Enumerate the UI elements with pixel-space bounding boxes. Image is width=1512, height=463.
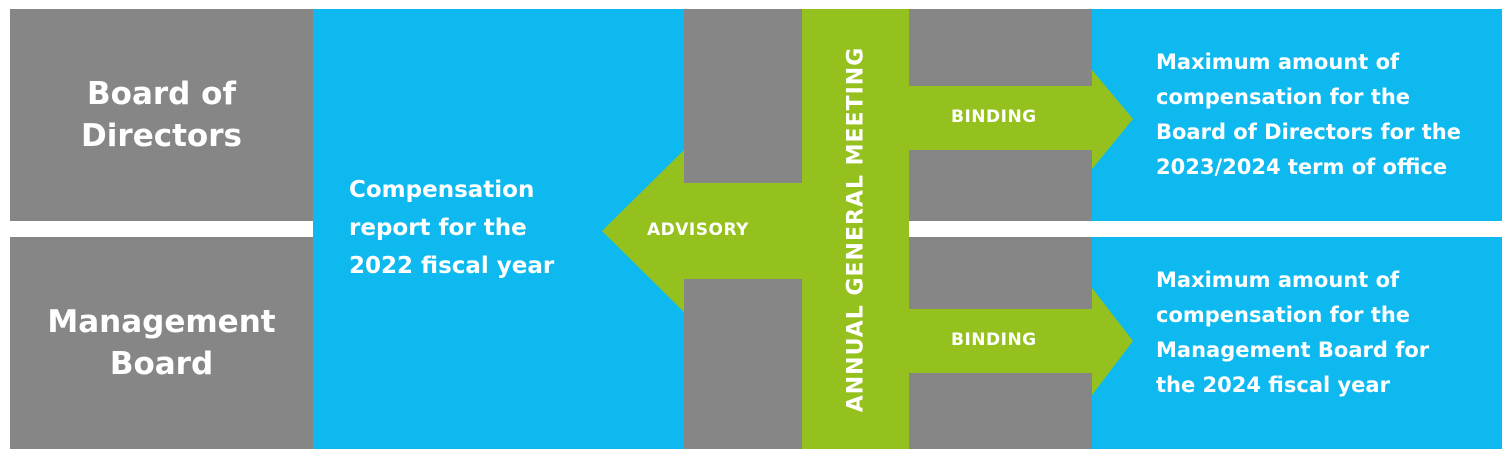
outcome-board-line3: Board of Directors for the [1156, 120, 1461, 144]
board-of-directors-label-line1: Board of [87, 76, 236, 112]
report-line2: report for the [349, 215, 527, 241]
outcome-board-text: Maximum amount of compensation for the B… [1156, 45, 1496, 185]
binding-arrow-bottom-icon [909, 288, 1133, 395]
outcome-board-line2: compensation for the [1156, 85, 1411, 109]
management-board-label-line2: Board [109, 346, 214, 382]
binding-top-label: BINDING [951, 107, 1037, 127]
advisory-label: ADVISORY [647, 220, 749, 240]
outcome-board-line1: Maximum amount of [1156, 50, 1400, 74]
outcome-management-line1: Maximum amount of [1156, 268, 1400, 292]
management-board-label-line1: Management [47, 304, 276, 340]
compensation-report-text: Compensation report for the 2022 fiscal … [349, 171, 609, 285]
center-left-gray-top [684, 9, 802, 183]
outcome-management-line4: the 2024 fiscal year [1156, 373, 1390, 397]
outcome-panel-management [1092, 237, 1502, 449]
management-board-box: Management Board [10, 237, 313, 449]
report-line3: 2022 fiscal year [349, 253, 555, 279]
outcome-management-line2: compensation for the [1156, 303, 1411, 327]
center-left-gray-bottom [684, 279, 802, 449]
board-of-directors-label-line2: Directors [81, 118, 242, 154]
advisory-arrow-icon [602, 150, 802, 312]
binding-bottom-label: BINDING [951, 330, 1037, 350]
annual-general-meeting-label-wrap: ANNUAL GENERAL MEETING [802, 9, 909, 449]
annual-general-meeting-bar [802, 9, 909, 449]
binding-arrow-top-icon [909, 70, 1133, 169]
annual-general-meeting-label: ANNUAL GENERAL MEETING [843, 46, 868, 412]
outcome-board-line4: 2023/2024 term of office [1156, 155, 1448, 179]
report-line1: Compensation [349, 177, 535, 203]
outcome-panel-board [1092, 9, 1502, 221]
board-of-directors-box: Board of Directors [10, 9, 313, 221]
outcome-management-text: Maximum amount of compensation for the M… [1156, 263, 1496, 403]
outcome-management-line3: Management Board for [1156, 338, 1430, 362]
